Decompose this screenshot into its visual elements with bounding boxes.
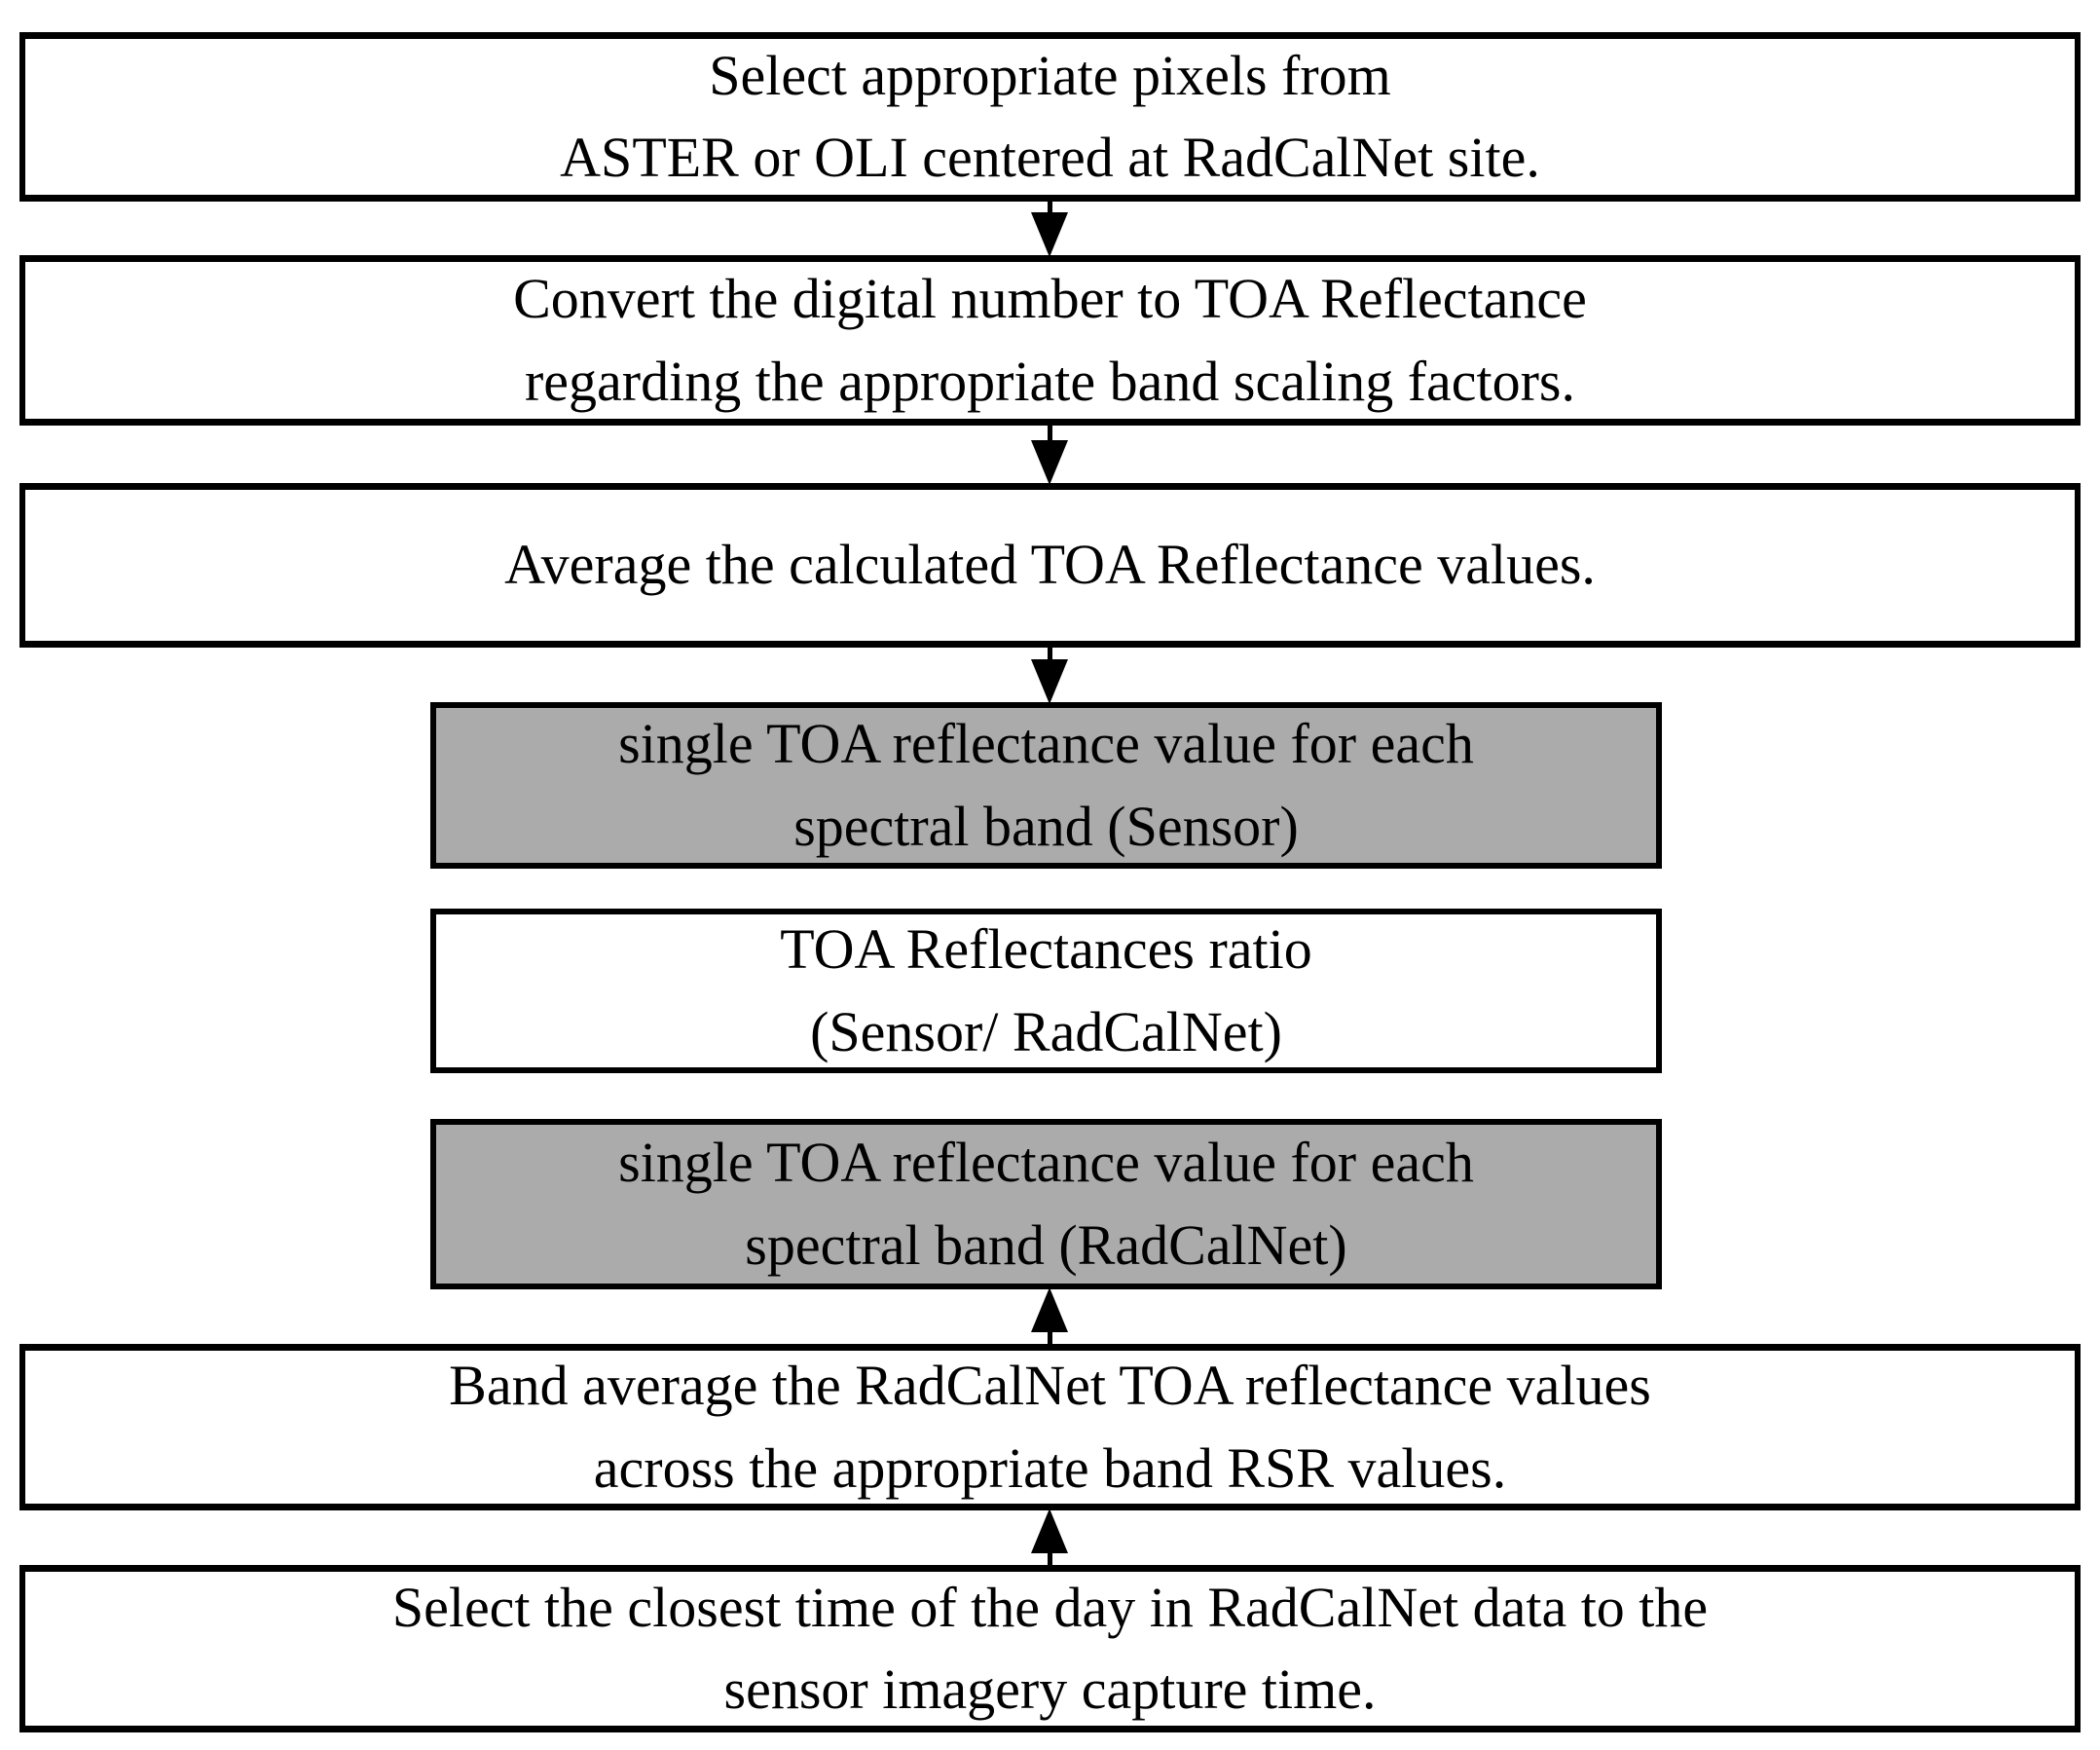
flow-result-sensor-toa: single TOA reflectance value for each sp… bbox=[430, 702, 1662, 869]
arrow-stem bbox=[1047, 647, 1052, 659]
up-arrow-icon bbox=[1030, 1508, 1069, 1567]
flow-step-text: Band average the RadCalNet TOA reflectan… bbox=[449, 1354, 1651, 1418]
arrow-stem bbox=[1047, 1332, 1052, 1346]
flow-step-text: spectral band (RadCalNet) bbox=[745, 1212, 1347, 1277]
arrow-head bbox=[1031, 212, 1068, 257]
flow-step-text: Average the calculated TOA Reflectance v… bbox=[504, 533, 1596, 597]
arrow-head bbox=[1031, 1508, 1068, 1553]
flow-step-text: across the appropriate band RSR values. bbox=[593, 1435, 1507, 1500]
flow-step-text: Select appropriate pixels from bbox=[709, 43, 1391, 107]
flow-step-band-average-radcalnet: Band average the RadCalNet TOA reflectan… bbox=[19, 1344, 2081, 1510]
arrow-head bbox=[1031, 440, 1068, 485]
arrow-stem bbox=[1047, 201, 1052, 212]
flow-step-text: regarding the appropriate band scaling f… bbox=[524, 349, 1575, 413]
arrow-head bbox=[1031, 659, 1068, 704]
flow-step-text: single TOA reflectance value for each bbox=[618, 1131, 1474, 1195]
flow-step-select-pixels: Select appropriate pixels from ASTER or … bbox=[19, 32, 2081, 202]
flow-step-text: TOA Reflectances ratio bbox=[780, 917, 1312, 982]
flow-step-average-toa: Average the calculated TOA Reflectance v… bbox=[19, 483, 2081, 648]
flow-step-text: spectral band (Sensor) bbox=[793, 794, 1299, 858]
flow-step-text: (Sensor/ RadCalNet) bbox=[810, 999, 1282, 1063]
arrow-stem bbox=[1047, 1553, 1052, 1567]
flow-step-text: sensor imagery capture time. bbox=[723, 1657, 1377, 1721]
flow-step-text: Select the closest time of the day in Ra… bbox=[391, 1575, 1709, 1639]
flow-result-radcalnet-toa: single TOA reflectance value for each sp… bbox=[430, 1119, 1662, 1289]
flow-result-toa-ratio: TOA Reflectances ratio (Sensor/ RadCalNe… bbox=[430, 909, 1662, 1073]
up-arrow-icon bbox=[1030, 1287, 1069, 1346]
flow-step-text: ASTER or OLI centered at RadCalNet site. bbox=[560, 126, 1540, 189]
flow-step-text: Convert the digital number to TOA Reflec… bbox=[513, 267, 1587, 331]
flow-step-text: single TOA reflectance value for each bbox=[618, 712, 1474, 776]
flow-step-convert-dn-to-toa: Convert the digital number to TOA Reflec… bbox=[19, 255, 2081, 426]
down-arrow-icon bbox=[1030, 425, 1069, 485]
flow-step-select-closest-time: Select the closest time of the day in Ra… bbox=[19, 1565, 2081, 1732]
arrow-head bbox=[1031, 1287, 1068, 1332]
arrow-stem bbox=[1047, 425, 1052, 440]
down-arrow-icon bbox=[1030, 201, 1069, 257]
down-arrow-icon bbox=[1030, 647, 1069, 704]
